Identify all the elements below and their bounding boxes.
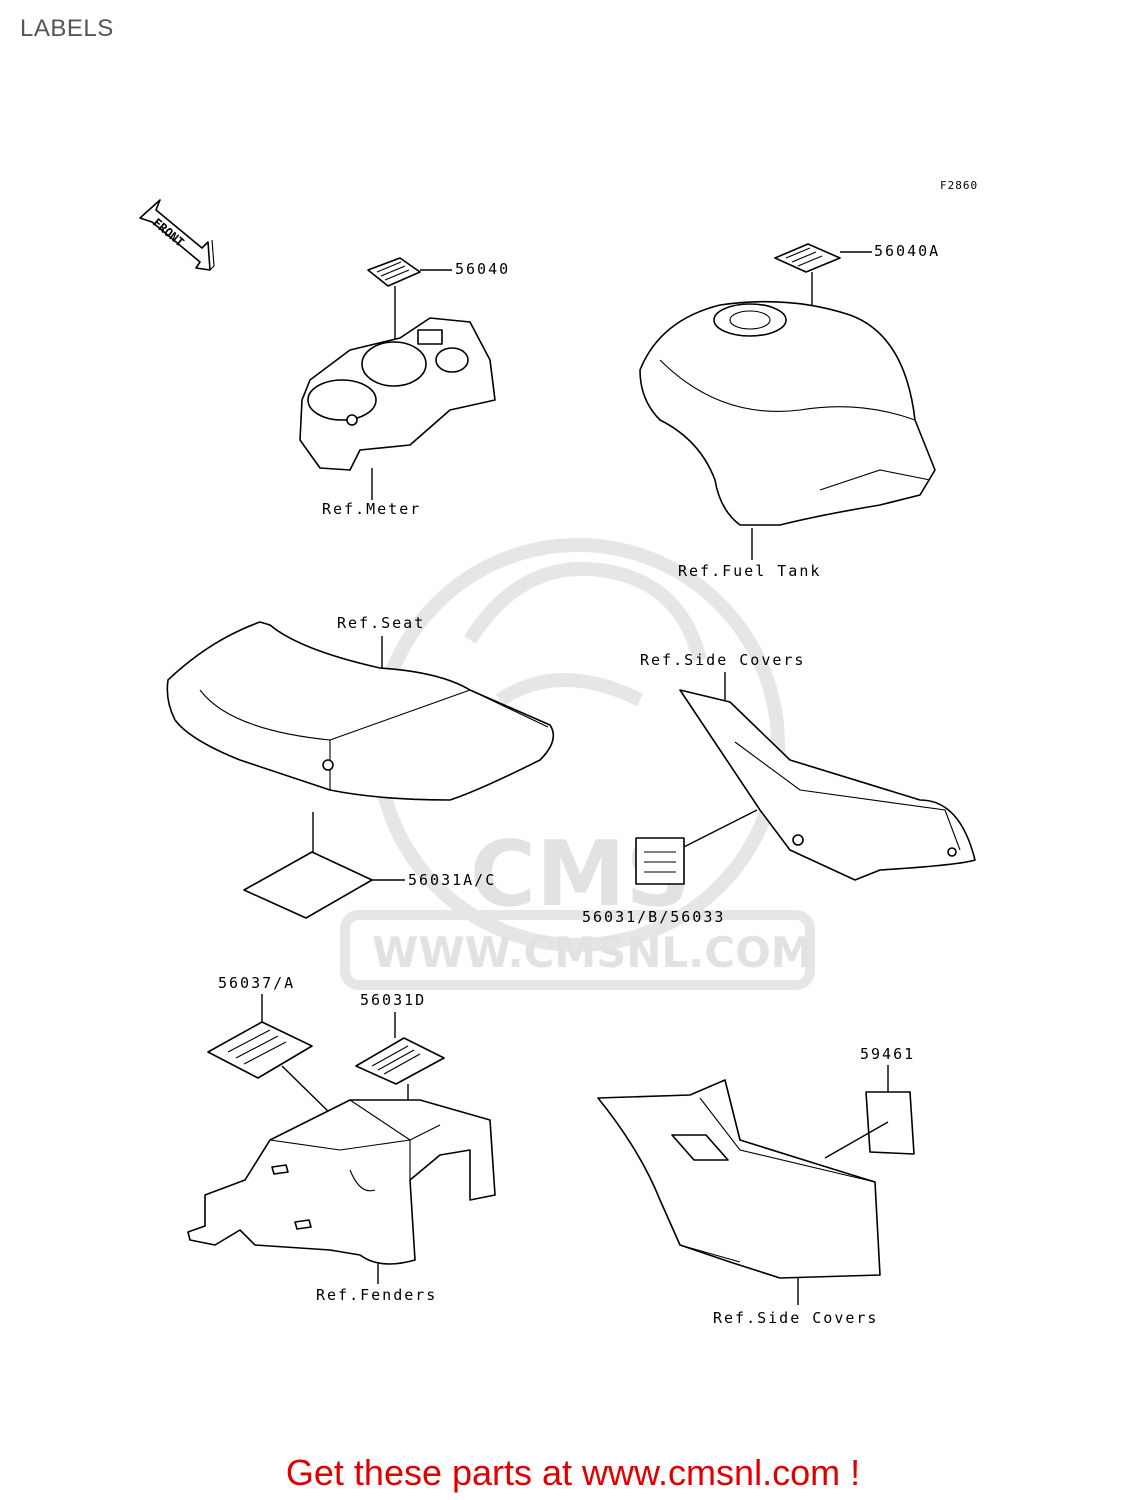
decal-56037A — [207, 1021, 313, 1079]
callout-ref-side-covers-lower: Ref.Side Covers — [713, 1309, 878, 1327]
callout-56031AC: 56031A/C — [408, 871, 496, 889]
callout-ref-seat: Ref.Seat — [337, 614, 425, 632]
fenders-part — [187, 1099, 496, 1265]
footer-cta[interactable]: Get these parts at www.cmsnl.com ! — [285, 1452, 861, 1493]
callout-59461: 59461 — [860, 1045, 915, 1063]
decal-56031B-56033 — [635, 837, 685, 885]
callout-ref-fenders: Ref.Fenders — [316, 1286, 437, 1304]
figure-code: F2860 — [940, 179, 978, 192]
callout-56040A: 56040A — [874, 242, 940, 260]
callout-56037A: 56037/A — [218, 974, 295, 992]
watermark-url: WWW.CMSNL.COM — [372, 928, 813, 977]
fuel-tank-part — [639, 300, 936, 526]
seat-part — [166, 621, 555, 801]
decal-56031D — [355, 1037, 445, 1085]
decal-56040A — [774, 243, 841, 273]
callout-ref-meter: Ref.Meter — [322, 500, 421, 518]
decal-56031AC — [243, 851, 373, 919]
callout-56031D: 56031D — [360, 991, 426, 1009]
callout-ref-fuel-tank: Ref.Fuel Tank — [678, 562, 821, 580]
callout-ref-side-covers-upper: Ref.Side Covers — [640, 651, 805, 669]
page-title: LABELS — [20, 15, 114, 42]
decal-56040 — [367, 257, 421, 287]
meter-part — [299, 317, 496, 471]
decal-59461 — [865, 1091, 915, 1155]
front-arrow-icon: FRONT — [139, 199, 215, 271]
callout-56031B-56033: 56031/B/56033 — [582, 908, 725, 926]
side-cover-lower-part — [597, 1079, 881, 1279]
callout-56040: 56040 — [455, 260, 510, 278]
side-cover-upper-part — [679, 689, 976, 881]
